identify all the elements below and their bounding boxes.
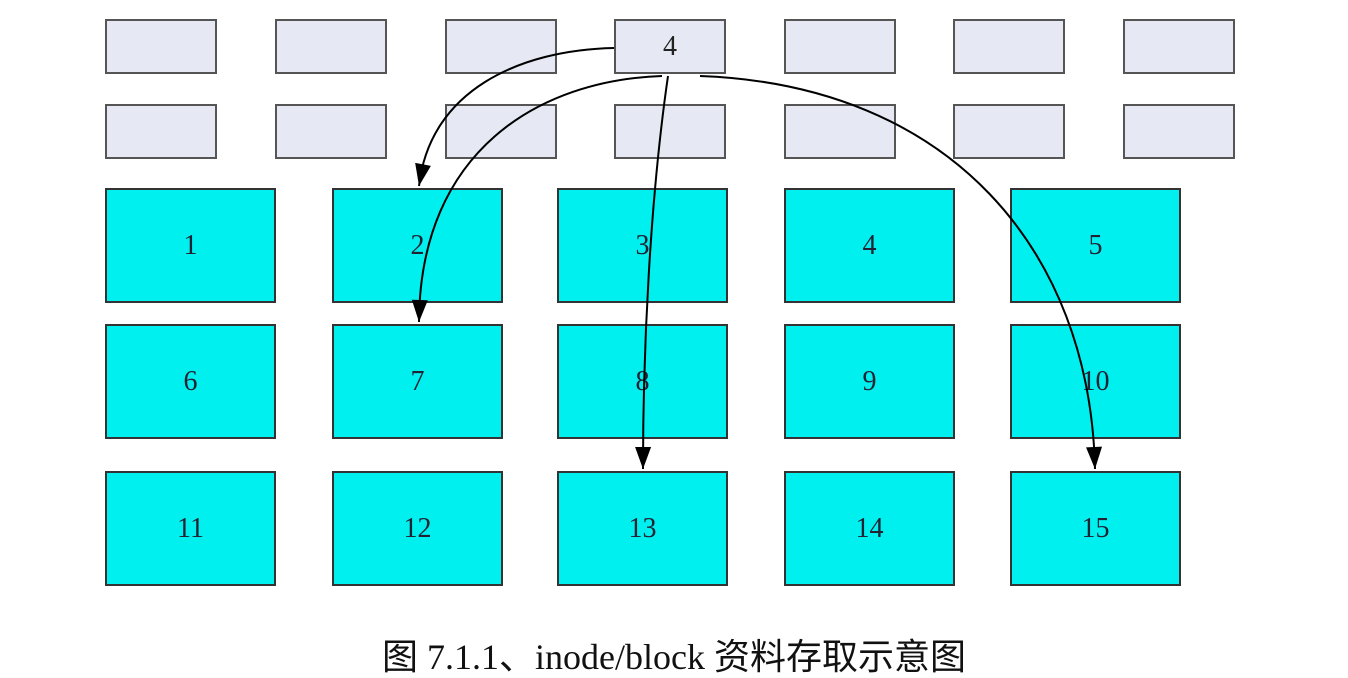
data-block: 3 bbox=[557, 188, 728, 303]
data-block: 1 bbox=[105, 188, 276, 303]
data-block: 14 bbox=[784, 471, 955, 586]
pointer-to-block-7 bbox=[418, 75, 663, 323]
inode-box bbox=[275, 19, 387, 74]
inode-box bbox=[784, 104, 896, 159]
data-block: 5 bbox=[1010, 188, 1181, 303]
inode-box bbox=[784, 19, 896, 74]
inode-box bbox=[1123, 104, 1235, 159]
inode-box bbox=[105, 19, 217, 74]
inode-box bbox=[614, 104, 726, 159]
inode-box bbox=[105, 104, 217, 159]
data-block: 13 bbox=[557, 471, 728, 586]
pointer-to-block-15 bbox=[699, 75, 1096, 470]
data-block: 9 bbox=[784, 324, 955, 439]
figure-caption: 图 7.1.1、inode/block 资料存取示意图 bbox=[382, 637, 966, 677]
inode-box: 4 bbox=[614, 19, 726, 74]
inode-box bbox=[953, 104, 1065, 159]
data-block: 12 bbox=[332, 471, 503, 586]
data-block: 6 bbox=[105, 324, 276, 439]
data-block: 7 bbox=[332, 324, 503, 439]
pointer-to-block-13 bbox=[642, 75, 669, 470]
arrowhead-icon bbox=[415, 162, 431, 186]
data-block: 15 bbox=[1010, 471, 1181, 586]
arrowhead-icon bbox=[1086, 446, 1103, 469]
data-block: 11 bbox=[105, 471, 276, 586]
inode-box bbox=[275, 104, 387, 159]
arrowhead-icon bbox=[635, 446, 652, 469]
data-block: 4 bbox=[784, 188, 955, 303]
arrowhead-icon bbox=[411, 299, 428, 322]
data-block: 2 bbox=[332, 188, 503, 303]
inode-box bbox=[1123, 19, 1235, 74]
data-block: 10 bbox=[1010, 324, 1181, 439]
pointer-to-block-2 bbox=[418, 47, 615, 187]
inode-box bbox=[953, 19, 1065, 74]
